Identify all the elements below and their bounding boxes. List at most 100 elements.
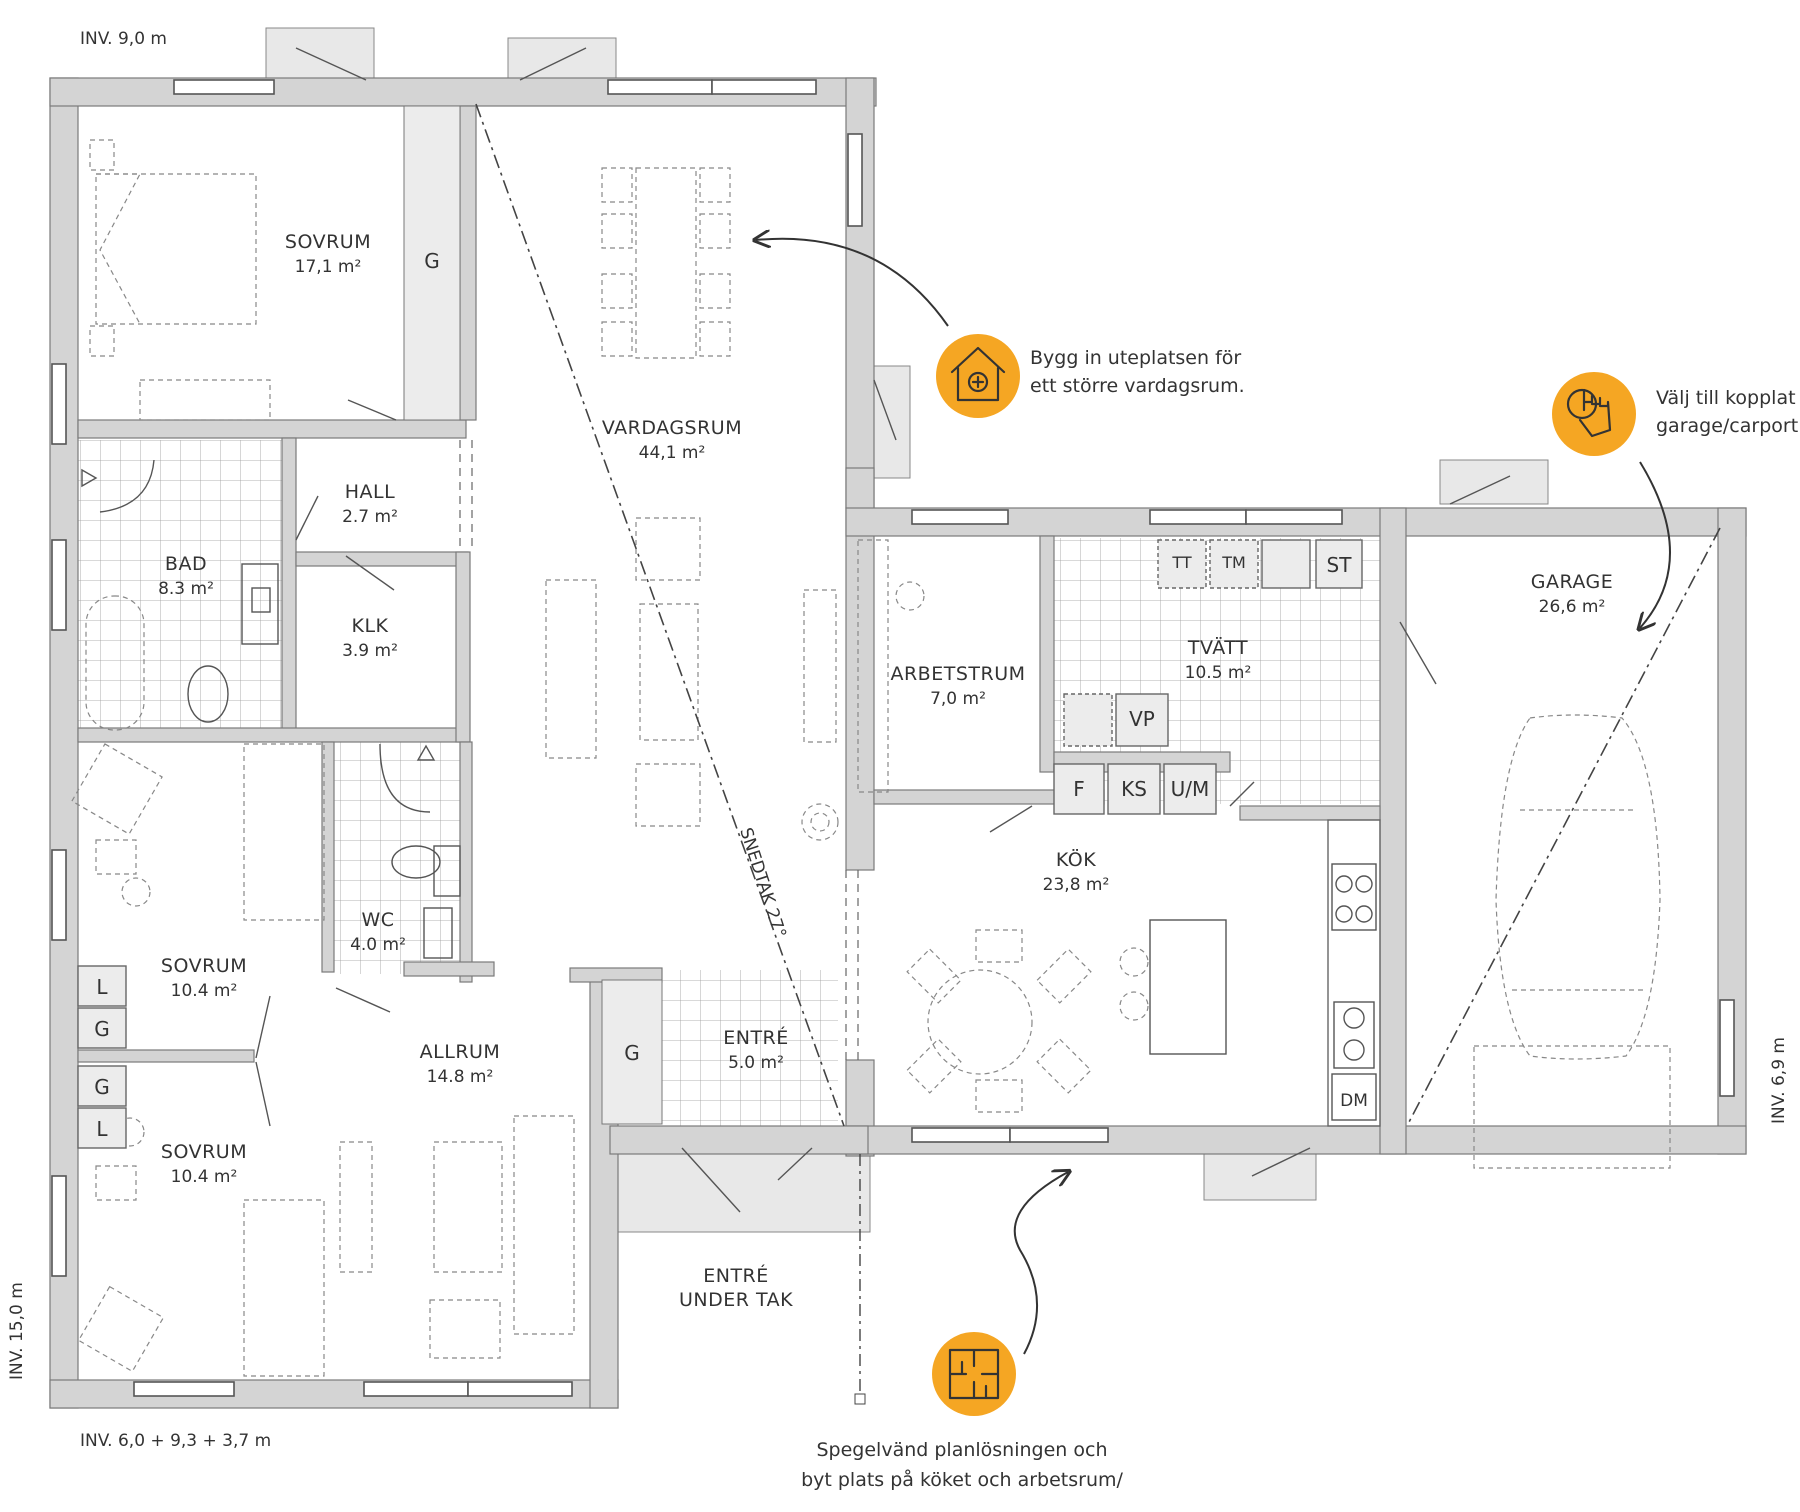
- callout-uteplats: Bygg in uteplatsen för ett större vardag…: [756, 239, 1245, 418]
- room-entre-area: 5.0 m²: [728, 1053, 784, 1073]
- fixture-tm: TM: [1221, 553, 1246, 572]
- fixture-l-sovrum-2: L: [96, 975, 108, 999]
- wall-klk-east: [455, 551, 471, 743]
- room-entre-name: ENTRÉ: [723, 1026, 789, 1049]
- callout-spegel-line2: byt plats på köket och arbetsrum/: [801, 1468, 1123, 1491]
- room-garage-area: 26,6 m²: [1539, 597, 1606, 617]
- fixture-l-sovrum-3: L: [96, 1117, 108, 1141]
- room-kok-name: KÖK: [1056, 848, 1096, 871]
- dimension-top-left: INV. 9,0 m: [80, 29, 167, 49]
- fixture-ks: KS: [1121, 777, 1147, 801]
- room-vardagsrum-area: 44,1 m²: [639, 443, 706, 463]
- room-klk-name: KLK: [351, 615, 388, 637]
- room-allrum-area: 14.8 m²: [427, 1067, 494, 1087]
- walls: [49, 77, 1747, 1409]
- room-bad-area: 8.3 m²: [158, 579, 214, 599]
- car-outline: [1495, 714, 1661, 1060]
- callout-spegel: Spegelvänd planlösningen och byt plats p…: [801, 1172, 1124, 1491]
- fixture-vp: VP: [1129, 707, 1155, 731]
- entre-under-tak-line2: UNDER TAK: [679, 1289, 793, 1311]
- dining-table: [635, 167, 697, 359]
- room-sovrum-2-name: SOVRUM: [161, 955, 247, 977]
- room-wc-name: WC: [361, 909, 394, 931]
- room-hall-name: HALL: [345, 481, 395, 503]
- room-bad-name: BAD: [165, 553, 207, 575]
- callout-uteplats-line1: Bygg in uteplatsen för: [1030, 347, 1241, 369]
- step-pads: [265, 27, 1549, 1233]
- house-plus-icon: [950, 346, 1006, 402]
- hand-pointer-icon: [1566, 388, 1612, 438]
- room-arbetsrum-area: 7,0 m²: [930, 689, 986, 709]
- bed-sovrum1: [95, 173, 257, 325]
- wardrobe-g: [403, 105, 461, 421]
- room-sovrum-1-area: 17,1 m²: [295, 257, 362, 277]
- fixture-dm: DM: [1340, 1091, 1368, 1111]
- callout-garage: Välj till kopplat garage/carport.: [1552, 372, 1800, 628]
- room-allrum-name: ALLRUM: [420, 1041, 501, 1063]
- step-pad-top-1: [265, 27, 375, 81]
- room-sovrum-2-area: 10.4 m²: [171, 981, 238, 1001]
- wall-sov-divider: [77, 1049, 255, 1063]
- wall-klk-north: [295, 551, 469, 567]
- fixture-f: F: [1073, 777, 1085, 801]
- snedtak-label: SNEDTAK 27°: [735, 825, 789, 940]
- round-table: [927, 969, 1033, 1075]
- slope-lines: [459, 103, 1721, 1405]
- step-pad-kok: [1203, 1147, 1317, 1201]
- fixture-g-entre: G: [624, 1041, 640, 1065]
- room-hall-area: 2.7 m²: [342, 507, 398, 527]
- room-labels: SOVRUM 17,1 m² VARDAGSRUM 44,1 m² HALL 2…: [158, 231, 1613, 1311]
- entre-floor: [662, 970, 838, 1126]
- room-wc-area: 4.0 m²: [350, 935, 406, 955]
- room-tvatt-area: 10.5 m²: [1185, 663, 1252, 683]
- entre-under-tak-line1: ENTRÉ: [703, 1264, 769, 1287]
- dimension-left-vertical: INV. 15,0 m: [7, 1282, 27, 1380]
- fixture-um: U/M: [1171, 777, 1210, 801]
- fixture-st: ST: [1327, 553, 1353, 577]
- fixture-tt: TT: [1171, 553, 1191, 572]
- entre-under-tak-pad: [617, 1147, 871, 1233]
- tvatt-fixtures: [1053, 539, 1363, 815]
- wall-g-east: [459, 105, 477, 421]
- room-sovrum-3-area: 10.4 m²: [171, 1167, 238, 1187]
- wall-sovrum1-south: [77, 419, 467, 439]
- callout-uteplats-line2: ett större vardagsrum.: [1030, 375, 1245, 397]
- furniture: [71, 139, 1671, 1377]
- room-vardagsrum-name: VARDAGSRUM: [602, 417, 742, 439]
- wall-bad-south: [77, 727, 469, 743]
- wall-bad-east: [281, 437, 297, 735]
- room-sovrum-1-name: SOVRUM: [285, 231, 371, 253]
- door-swings: [255, 47, 1511, 1213]
- wall-entre-south: [609, 1125, 869, 1155]
- fixture-g-wardrobe: G: [424, 249, 440, 273]
- step-pad-garage: [1439, 459, 1549, 505]
- room-arbetsrum-name: ARBETSTRUM: [890, 663, 1025, 685]
- wall-wc-east: [459, 741, 473, 983]
- room-tvatt-name: TVÄTT: [1187, 636, 1248, 659]
- wall-tvatt-south: [1239, 805, 1381, 821]
- dimension-bottom-left: INV. 6,0 + 9,3 + 3,7 m: [80, 1431, 271, 1451]
- floorplan-icon: [948, 1348, 1000, 1400]
- callout-spegel-line1: Spegelvänd planlösningen och: [816, 1439, 1107, 1461]
- wall-garage-west: [1379, 507, 1407, 1155]
- badge-garage: [1552, 372, 1636, 456]
- step-pad-right: [871, 365, 911, 479]
- wall-wc-south: [403, 961, 495, 977]
- fixture-g-sovrum-3: G: [94, 1075, 110, 1099]
- kitchen-island: [1149, 919, 1227, 1055]
- fixture-g-sovrum-2: G: [94, 1017, 110, 1041]
- room-kok-area: 23,8 m²: [1043, 875, 1110, 895]
- bad-floor: [78, 440, 282, 730]
- callout-garage-line1: Välj till kopplat: [1656, 387, 1796, 409]
- room-garage-name: GARAGE: [1531, 571, 1614, 593]
- room-klk-area: 3.9 m²: [342, 641, 398, 661]
- callout-garage-line2: garage/carport.: [1656, 415, 1800, 437]
- fixture-labels: G G L G G L TT TM ST VP F KS U/M DM: [77, 249, 1368, 1149]
- wall-arbets-east: [1039, 535, 1055, 773]
- badge-spegel: [932, 1332, 1016, 1416]
- room-sovrum-3-name: SOVRUM: [161, 1141, 247, 1163]
- dimension-right-vertical: INV. 6,9 m: [1769, 1037, 1789, 1124]
- wall-wc-west: [321, 741, 335, 973]
- windows: [51, 79, 1735, 1397]
